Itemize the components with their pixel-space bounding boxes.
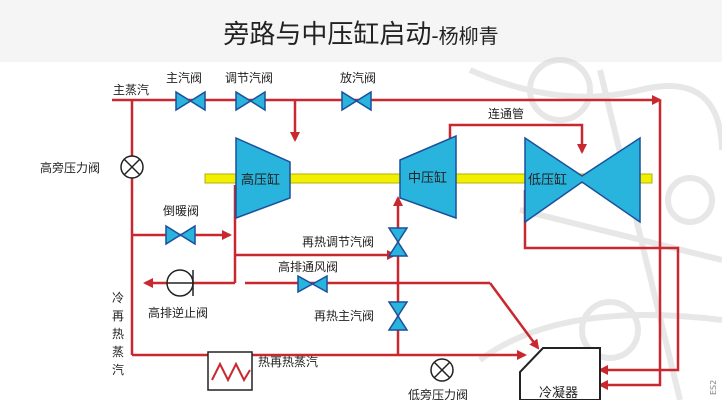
title-suffix: -杨柳青 xyxy=(431,24,499,48)
check-valve-icon xyxy=(166,269,194,297)
reheat-main-valve-label: 再热主汽阀 xyxy=(314,308,374,323)
vent-valve-label: 放汽阀 xyxy=(340,70,376,85)
main-valve-icon xyxy=(175,90,206,112)
reheat-control-valve-icon xyxy=(387,227,409,257)
crossover-pipe-label: 连通管 xyxy=(488,106,524,121)
lp-bypass-valve-label: 低旁压力阀 xyxy=(408,387,468,400)
control-valve-icon xyxy=(235,90,266,112)
page-title: 旁路与中压缸启动-杨柳青 xyxy=(0,14,722,51)
hp-exhaust-check-valve-label: 高排逆止阀 xyxy=(148,305,208,320)
steam-pipes xyxy=(112,95,680,390)
corner-mark: ES2 xyxy=(709,380,718,395)
hp-bypass-valve-icon xyxy=(120,155,144,179)
reheater-icon xyxy=(207,351,253,391)
ip-cylinder xyxy=(399,134,457,220)
exhaust-vent-valve-icon xyxy=(297,274,328,294)
hp-cylinder-label: 高压缸 xyxy=(241,172,280,188)
control-valve-label: 调节汽阀 xyxy=(225,70,273,85)
ip-cylinder-label: 中压缸 xyxy=(408,170,447,186)
background-decoration xyxy=(468,57,722,400)
lp-cylinder-label: 低压缸 xyxy=(528,172,567,188)
condenser-label: 冷凝器 xyxy=(539,385,578,400)
reheat-main-valve-icon xyxy=(387,301,409,331)
hp-cylinder xyxy=(235,136,291,220)
reheat-control-valve-label: 再热调节汽阀 xyxy=(302,234,374,249)
vent-valve-icon xyxy=(341,90,372,112)
hp-exhaust-vent-valve-label: 高排通风阀 xyxy=(278,259,338,274)
lp-bypass-valve-icon xyxy=(430,358,454,382)
hp-bypass-valve-label: 高旁压力阀 xyxy=(40,160,100,175)
title-bar: 旁路与中压缸启动-杨柳青 xyxy=(0,0,722,62)
main-steam-label: 主蒸汽 xyxy=(113,82,149,97)
warmup-valve-icon xyxy=(165,224,196,246)
cold-reheat-steam-label: 冷再热蒸汽 xyxy=(112,291,124,377)
main-valve-label: 主汽阀 xyxy=(166,70,202,85)
hot-reheat-steam-label: 热再热蒸汽 xyxy=(258,354,318,369)
condenser-icon xyxy=(519,347,601,400)
lp-cylinder xyxy=(524,136,641,224)
title-main: 旁路与中压缸启动 xyxy=(223,20,432,50)
warmup-valve-label: 倒暖阀 xyxy=(163,204,199,218)
